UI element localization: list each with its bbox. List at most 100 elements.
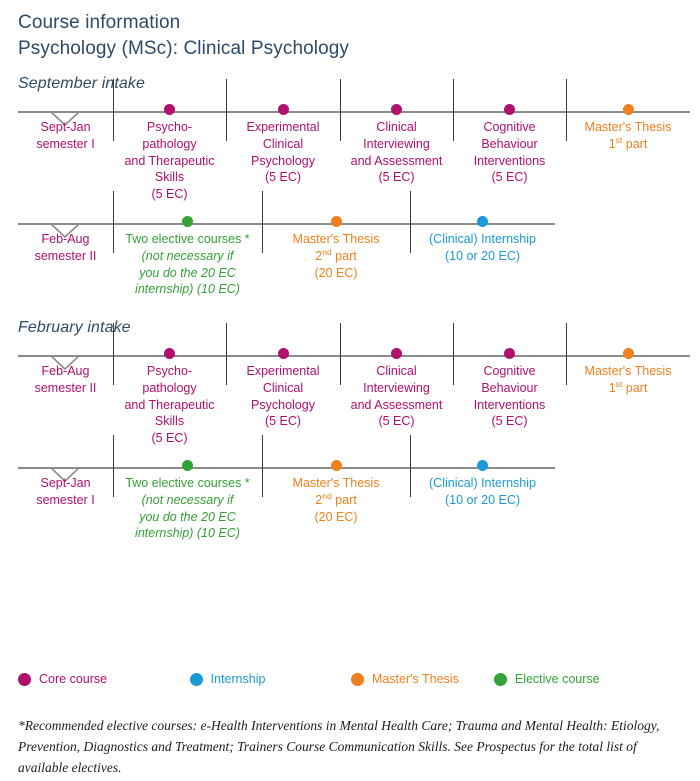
course-cell-line: Interventions	[473, 153, 546, 168]
milestone-dot-core	[277, 104, 289, 116]
column-divider	[113, 191, 114, 254]
course-cell-line: (10 or 20 EC)	[444, 248, 521, 263]
course-cell-line: Two elective courses *	[125, 476, 250, 491]
column-divider	[453, 323, 454, 386]
course-cell-line: (20 EC)	[314, 265, 358, 280]
course-cell-line: Experimental	[246, 120, 320, 135]
course-cell-line: 2nd part	[315, 490, 357, 507]
column-divider	[262, 435, 263, 498]
course-cell-line: Psycho-	[146, 364, 193, 379]
milestone-dot-core	[391, 348, 402, 360]
course-cell-line: (not necessary if	[141, 492, 234, 507]
course-cell-line: (5 EC)	[491, 414, 528, 429]
course-cell-line: 2nd part	[315, 246, 357, 263]
column-divider	[566, 323, 567, 386]
course-cell-line: Interviewing	[363, 136, 430, 151]
course-cell-line: internship) (10 EC)	[135, 526, 240, 541]
course-cell-line: Clinical	[376, 120, 417, 135]
course-cell: Two elective courses *(not necessary if y…	[113, 475, 262, 542]
page-header: Course information Psychology (MSc): Cli…	[0, 0, 700, 61]
course-cell-line: (5 EC)	[264, 170, 302, 185]
column-divider	[226, 79, 227, 142]
column-divider	[340, 79, 341, 142]
semester-label-line: Sept-Jan	[40, 476, 91, 491]
column-divider	[453, 79, 454, 142]
milestone-dot-core	[391, 104, 402, 116]
legend-dot-elective	[493, 672, 507, 686]
course-cell-line: Cognitive	[483, 364, 536, 379]
course-cell-line: Master's Thesis	[584, 120, 672, 135]
course-cell-line: 1st part	[608, 378, 648, 395]
course-cell-line: pathology	[142, 136, 197, 151]
intake-heading: September intake	[18, 75, 146, 93]
course-cell-line: Clinical	[262, 380, 304, 395]
legend-item: Elective course	[493, 672, 600, 686]
course-cell-line: Psychology	[251, 397, 315, 412]
course-cell-line: (5 EC)	[491, 170, 528, 185]
intake-heading: February intake	[18, 319, 131, 337]
course-cell-line: Experimental	[246, 364, 320, 379]
course-cell-line: (not necessary if	[141, 248, 234, 263]
course-cell-line: you do the 20 EC	[139, 265, 236, 280]
timeline-axis	[18, 467, 555, 470]
page-title: Course information	[18, 12, 181, 33]
course-cell-line: (5 EC)	[151, 186, 188, 201]
course-cell-line: Behaviour	[481, 380, 538, 395]
legend-label: Core course	[39, 672, 108, 686]
course-cell-line: (Clinical) Internship	[429, 476, 536, 491]
milestone-dot-core	[504, 104, 515, 116]
milestone-dot-core	[164, 104, 175, 116]
column-divider	[566, 79, 567, 142]
milestone-dot-internship	[477, 216, 488, 228]
course-cell-line: Two elective courses *	[125, 232, 250, 247]
course-cell-line: (20 EC)	[314, 509, 358, 524]
course-cell-line: you do the 20 EC	[139, 509, 236, 524]
course-cell-line: Psycho-	[146, 120, 193, 135]
chevron-down-icon	[48, 355, 82, 371]
legend-dot-internship	[189, 672, 203, 686]
milestone-dot-thesis	[330, 216, 342, 228]
legend-item: Master's Thesis	[350, 672, 459, 686]
legend-item: Core course	[18, 672, 107, 686]
chevron-down-icon	[48, 111, 82, 127]
milestone-dot-core	[164, 348, 175, 360]
course-cell-line: internship) (10 EC)	[135, 282, 240, 297]
course-cell-line: (5 EC)	[151, 430, 188, 445]
course-cell-line: Master's Thesis	[584, 364, 672, 379]
column-divider	[226, 323, 227, 386]
page-subtitle: Psychology (MSc): Clinical Psychology	[18, 37, 350, 59]
timeline-axis	[18, 223, 555, 226]
course-cell-line: (5 EC)	[378, 170, 415, 185]
milestone-dot-thesis	[330, 460, 342, 472]
course-cell: (Clinical) Internship(10 or 20 EC)	[410, 231, 555, 264]
milestone-dot-thesis	[622, 348, 634, 360]
legend-label: Master's Thesis	[371, 672, 459, 686]
course-cell-line: Master's Thesis	[292, 476, 380, 491]
course-cell-line: Clinical	[376, 364, 417, 379]
course-cell-line: Skills	[154, 170, 185, 185]
course-cell-line: (Clinical) Internship	[429, 232, 536, 247]
milestone-dot-elective	[182, 460, 193, 472]
course-cell-line: Psychology	[251, 153, 315, 168]
course-cell-line: Clinical	[262, 136, 304, 151]
timeline-axis	[18, 111, 690, 114]
milestone-dot-core	[277, 348, 289, 360]
column-divider	[410, 191, 411, 254]
course-cell-line: pathology	[142, 380, 197, 395]
